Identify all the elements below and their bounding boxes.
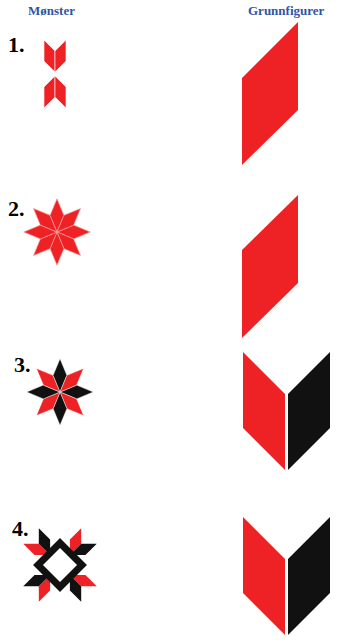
basic-pair: [243, 352, 330, 470]
pattern-four: [23, 528, 97, 602]
pattern-three: [27, 359, 94, 426]
basic-rhombus: [242, 195, 298, 338]
pattern-two: [24, 199, 91, 266]
pattern-number: 2.: [8, 196, 25, 222]
basic-rhombus: [242, 22, 298, 165]
pattern-number: 4.: [12, 516, 29, 542]
basic-pair: [243, 517, 330, 635]
pattern-number: 1.: [8, 32, 25, 58]
column-heading: Grunnfigurer: [248, 3, 324, 19]
pattern-number: 3.: [14, 352, 31, 378]
column-heading: Mønster: [28, 3, 75, 19]
pattern-one: [44, 40, 66, 108]
